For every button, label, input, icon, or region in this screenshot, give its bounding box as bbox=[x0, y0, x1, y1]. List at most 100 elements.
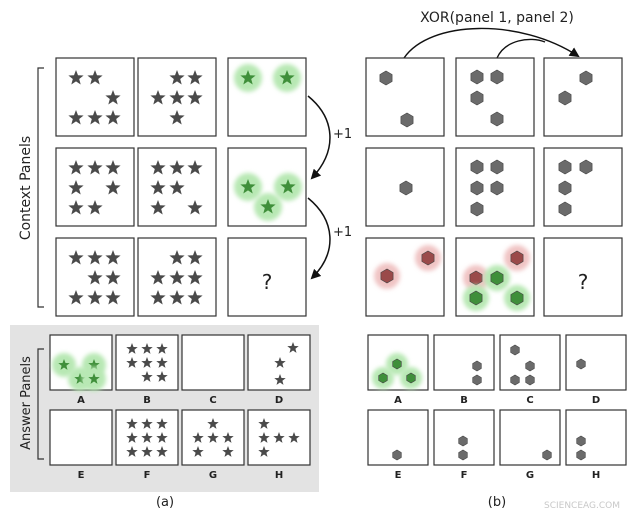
answer-bracket bbox=[37, 348, 44, 460]
context-panel-4 bbox=[55, 147, 135, 227]
star-icon bbox=[150, 90, 166, 105]
answer-panel-c bbox=[181, 334, 245, 391]
watermark: SCIENCEAG.COM bbox=[544, 501, 620, 511]
star-icon bbox=[141, 418, 153, 429]
star-icon bbox=[150, 180, 166, 195]
star-icon bbox=[240, 70, 256, 85]
star-icon bbox=[126, 343, 138, 354]
star-icon bbox=[87, 270, 103, 285]
hexagon-icon bbox=[576, 449, 586, 461]
hexagon-icon bbox=[379, 70, 393, 86]
hexagon-icon bbox=[380, 268, 394, 284]
star-icon bbox=[68, 160, 84, 175]
hexagon-icon bbox=[558, 90, 572, 106]
hexagon-icon bbox=[510, 374, 520, 386]
hexagon-icon bbox=[470, 201, 484, 217]
hexagon-icon bbox=[421, 250, 435, 266]
answer-letter: A bbox=[77, 395, 85, 406]
star-icon bbox=[88, 359, 100, 370]
star-icon bbox=[260, 199, 276, 214]
left-context-grid bbox=[55, 57, 307, 317]
star-icon bbox=[156, 371, 168, 382]
star-icon bbox=[105, 270, 121, 285]
hexagon-icon bbox=[558, 180, 572, 196]
star-icon bbox=[156, 432, 168, 443]
context-panel-6 bbox=[543, 147, 623, 227]
star-icon bbox=[105, 250, 121, 265]
answer-letter: H bbox=[275, 470, 283, 481]
hexagon-icon bbox=[378, 372, 388, 384]
answer-letter: F bbox=[144, 470, 151, 481]
caption-a: (a) bbox=[156, 495, 174, 510]
star-icon bbox=[156, 343, 168, 354]
star-icon bbox=[207, 432, 219, 443]
hexagon-icon bbox=[406, 372, 416, 384]
star-icon bbox=[58, 359, 70, 370]
hexagon-icon bbox=[490, 69, 504, 85]
hexagon-icon bbox=[392, 358, 402, 370]
answer-letter: A bbox=[394, 395, 402, 406]
star-icon bbox=[187, 90, 203, 105]
increment-label-1: +1 bbox=[333, 127, 352, 142]
hexagon-icon bbox=[510, 344, 520, 356]
star-icon bbox=[105, 180, 121, 195]
hexagon-icon bbox=[392, 449, 402, 461]
hexagon-icon bbox=[470, 159, 484, 175]
hexagon-icon bbox=[510, 290, 524, 306]
hexagon-icon bbox=[576, 435, 586, 447]
answer-letter: B bbox=[143, 395, 151, 406]
star-icon bbox=[141, 371, 153, 382]
star-icon bbox=[258, 446, 270, 457]
hexagon-icon bbox=[525, 374, 535, 386]
star-icon bbox=[105, 290, 121, 305]
xor-rule-label: XOR(panel 1, panel 2) bbox=[420, 10, 574, 26]
star-icon bbox=[150, 200, 166, 215]
star-icon bbox=[105, 90, 121, 105]
answer-letter: G bbox=[526, 470, 534, 481]
right-question-mark: ? bbox=[578, 270, 589, 294]
hexagon-icon bbox=[579, 70, 593, 86]
answer-panels-label: Answer Panels bbox=[19, 356, 34, 450]
answer-letter: C bbox=[209, 395, 216, 406]
xor-arrow-from-panel-2 bbox=[496, 38, 546, 59]
hexagon-icon bbox=[470, 180, 484, 196]
star-icon bbox=[187, 290, 203, 305]
star-icon bbox=[141, 432, 153, 443]
star-icon bbox=[207, 418, 219, 429]
hexagon-icon bbox=[558, 159, 572, 175]
star-icon bbox=[169, 180, 185, 195]
hexagon-icon bbox=[470, 69, 484, 85]
answer-letter: E bbox=[395, 470, 402, 481]
hexagon-icon bbox=[458, 449, 468, 461]
star-icon bbox=[141, 343, 153, 354]
star-icon bbox=[222, 446, 234, 457]
star-icon bbox=[258, 432, 270, 443]
answer-letter: D bbox=[275, 395, 283, 406]
answer-letter: C bbox=[526, 395, 533, 406]
hexagon-icon bbox=[472, 360, 482, 372]
hexagon-icon bbox=[490, 111, 504, 127]
star-icon bbox=[87, 70, 103, 85]
star-icon bbox=[169, 160, 185, 175]
star-icon bbox=[150, 160, 166, 175]
star-icon bbox=[87, 250, 103, 265]
hexagon-icon bbox=[490, 180, 504, 196]
star-icon bbox=[68, 290, 84, 305]
star-icon bbox=[126, 418, 138, 429]
star-icon bbox=[87, 290, 103, 305]
increment-arrow-2 bbox=[307, 197, 331, 280]
hexagon-icon bbox=[576, 358, 586, 370]
xor-arrow-from-panel-1 bbox=[403, 27, 580, 59]
answer-panel-b bbox=[433, 334, 495, 391]
star-icon bbox=[187, 250, 203, 265]
star-icon bbox=[274, 357, 286, 368]
star-icon bbox=[150, 270, 166, 285]
context-panel-9 bbox=[543, 237, 623, 317]
star-icon bbox=[169, 270, 185, 285]
star-icon bbox=[240, 179, 256, 194]
hexagon-icon bbox=[399, 180, 413, 196]
increment-arrow-1 bbox=[307, 95, 331, 180]
